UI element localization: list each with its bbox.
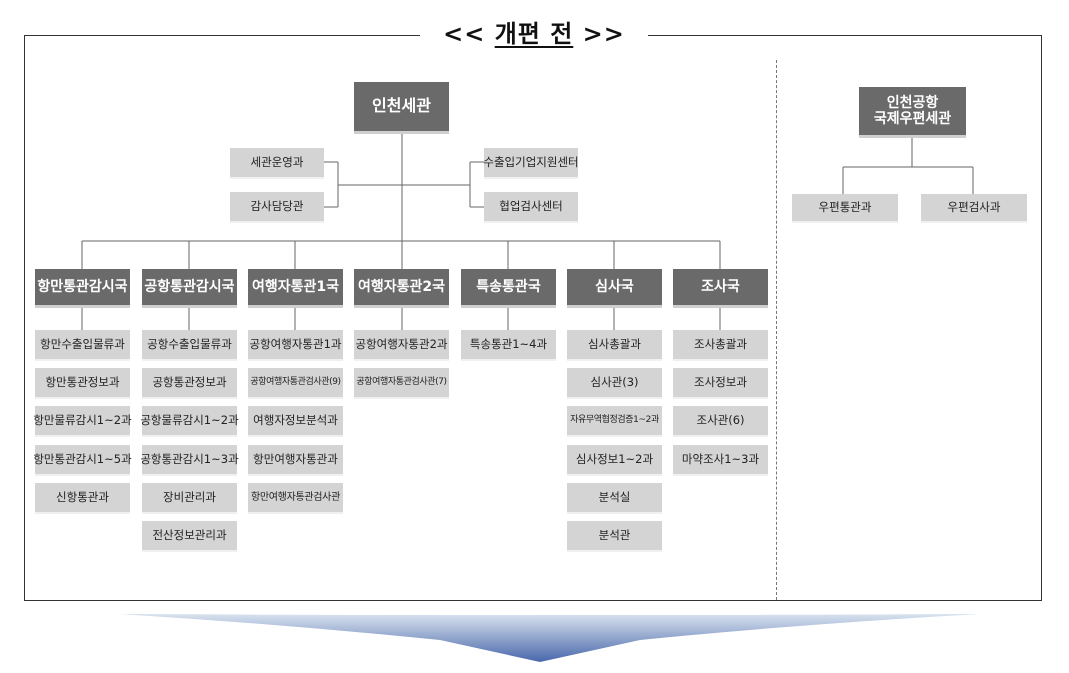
title-left-mark: << <box>443 19 486 48</box>
down-arrow-icon <box>120 614 980 662</box>
unit: 공항여행자통관검사관(9) <box>248 368 343 399</box>
unit: 분석관 <box>567 521 662 552</box>
bureau-2: 공항통관감시국 <box>142 269 237 308</box>
unit: 공항통관정보과 <box>142 368 237 399</box>
section-divider <box>776 60 777 600</box>
unit: 장비관리과 <box>142 483 237 514</box>
unit: 항만통관정보과 <box>35 368 130 399</box>
unit: 심사관(3) <box>567 368 662 399</box>
root-label: 인천세관 <box>372 96 431 116</box>
unit: 항만통관감시1~5과 <box>33 445 132 476</box>
unit: 공항통관감시1~3과 <box>140 445 239 476</box>
staff-left-2: 감사담당관 <box>230 192 324 223</box>
unit: 전산정보관리과 <box>142 521 237 552</box>
postal-unit-2: 우편검사과 <box>921 194 1027 223</box>
unit: 조사관(6) <box>673 406 768 437</box>
postal-unit-1: 우편통관과 <box>792 194 898 223</box>
unit: 공항물류감시1~2과 <box>140 406 239 437</box>
unit: 특송통관1~4과 <box>461 330 556 361</box>
unit: 공항여행자통관1과 <box>248 330 343 361</box>
unit: 항만물류감시1~2과 <box>33 406 132 437</box>
staff-right-1: 수출입기업지원센터 <box>483 148 579 179</box>
bureau-5: 특송통관국 <box>461 269 556 308</box>
unit: 항만여행자통관과 <box>248 445 343 476</box>
bureau-6: 심사국 <box>567 269 662 308</box>
staff-left-1: 세관운영과 <box>230 148 324 179</box>
bureau-1: 항만통관감시국 <box>35 269 130 308</box>
unit: 항만여행자통관검사관 <box>248 483 343 514</box>
unit: 심사정보1~2과 <box>567 445 662 476</box>
unit: 심사총괄과 <box>567 330 662 361</box>
bureau-7: 조사국 <box>673 269 768 308</box>
title-main: 개편 전 <box>494 19 574 48</box>
unit: 공항여행자통관2과 <box>354 330 449 361</box>
page-title: << 개편 전 >> <box>443 19 625 48</box>
unit: 자유무역협정검증1~2과 <box>567 406 662 437</box>
unit: 조사정보과 <box>673 368 768 399</box>
unit: 분석실 <box>567 483 662 514</box>
unit: 공항여행자통관검사관(7) <box>354 368 449 399</box>
postal-name-line2: 국제우편세관 <box>873 111 952 127</box>
unit: 마약조사1~3과 <box>673 445 768 476</box>
staff-right-2: 협업검사센터 <box>484 192 578 223</box>
postal-name-line1: 인천공항 <box>886 94 939 111</box>
root-node: 인천세관 <box>354 82 449 134</box>
unit: 신항통관과 <box>35 483 130 514</box>
title-right-mark: >> <box>582 19 625 48</box>
bureau-4: 여행자통관2국 <box>354 269 449 308</box>
unit: 여행자정보분석과 <box>248 406 343 437</box>
bureau-3: 여행자통관1국 <box>248 269 343 308</box>
unit: 공항수출입물류과 <box>142 330 237 361</box>
title-block: << 개편 전 >> <box>420 16 648 56</box>
postal-node: 인천공항 국제우편세관 <box>859 87 966 138</box>
unit: 조사총괄과 <box>673 330 768 361</box>
unit: 항만수출입물류과 <box>35 330 130 361</box>
